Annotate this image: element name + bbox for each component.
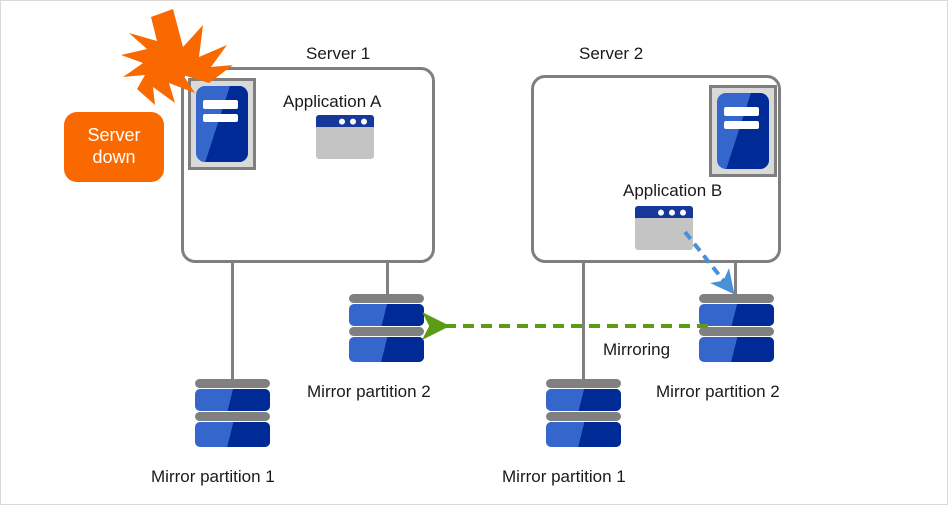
disk-stack-icon (546, 379, 621, 447)
server-1-disk-1-connector (231, 263, 234, 387)
server-tower-icon (188, 78, 256, 170)
server-1-mirror-partition-1-label: Mirror partition 1 (151, 467, 275, 486)
server-2-disk-2-connector (734, 263, 737, 299)
disk-stack-icon (349, 294, 424, 362)
application-b-label: Application B (623, 181, 723, 200)
application-b-write-arrow (683, 230, 735, 295)
disk-stack-icon (195, 379, 270, 447)
server-1-mirror-partition-2-label: Mirror partition 2 (307, 382, 431, 401)
server-tower-icon (709, 85, 777, 177)
server-down-line-1: Server (87, 125, 141, 146)
explosion-burst-icon (121, 9, 233, 105)
server-2-disk-1-connector (582, 263, 585, 387)
server-down-line-2: down (92, 147, 136, 167)
server-1-disk-2-connector (386, 263, 389, 299)
server-down-badge: Server down (64, 112, 164, 182)
server-2-mirror-partition-2-label: Mirror partition 2 (656, 382, 780, 401)
disk-stack-icon (699, 294, 774, 362)
application-a-label: Application A (283, 92, 382, 111)
server-2-title: Server 2 (579, 44, 644, 63)
application-window-icon (316, 115, 374, 159)
server-2-mirror-partition-1-label: Mirror partition 1 (502, 467, 626, 486)
server-1-title: Server 1 (306, 44, 371, 63)
mirroring-label: Mirroring (603, 340, 671, 359)
application-window-icon (635, 206, 693, 250)
mirroring-arrow (422, 312, 708, 340)
